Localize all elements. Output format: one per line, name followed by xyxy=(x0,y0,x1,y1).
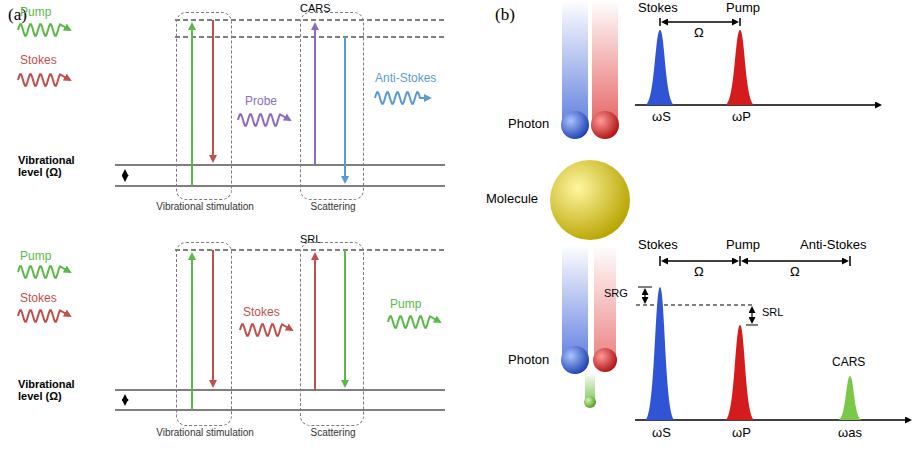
light-wave xyxy=(240,324,292,335)
dashed-process-box: Vibrational stimulation xyxy=(176,12,232,200)
peak-name: Pump xyxy=(726,1,760,15)
shift-label: Ω xyxy=(790,265,800,279)
peak-name: Pump xyxy=(726,238,760,252)
beam-name: Stokes xyxy=(20,54,57,67)
axis-label: ωS xyxy=(652,426,671,440)
beam-name: Pump xyxy=(20,6,51,19)
molecule-label: Molecule xyxy=(486,192,538,206)
photon-label: Photon xyxy=(508,353,549,367)
peak-name: Stokes xyxy=(638,1,678,15)
dashed-process-box: Scattering xyxy=(300,12,364,200)
axis-label: ωS xyxy=(652,110,671,124)
gain-label: SRG xyxy=(604,287,628,299)
loss-label: SRL xyxy=(762,306,783,318)
signal-label: CARS xyxy=(832,356,865,369)
level-name: Vibrational level (Ω) xyxy=(18,378,90,402)
peak-name: Anti-Stokes xyxy=(800,238,866,252)
shift-label: Ω xyxy=(694,26,704,40)
panel-letter: (b) xyxy=(495,6,515,25)
axis-label: ωP xyxy=(732,426,751,440)
light-wave xyxy=(388,316,440,327)
beam-name: Stokes xyxy=(243,306,280,319)
section-title: SRL xyxy=(300,233,321,245)
beam-name: Anti-Stokes xyxy=(375,72,436,85)
step-caption: Vibrational stimulation xyxy=(155,201,255,212)
light-wave xyxy=(375,92,430,103)
axis-label: ωP xyxy=(732,110,751,124)
beam-name: Pump xyxy=(20,250,51,263)
step-caption: Scattering xyxy=(279,427,387,438)
beam-name: Pump xyxy=(390,298,421,311)
peak-name: Stokes xyxy=(638,238,678,252)
axis-label: ωas xyxy=(838,426,862,440)
beam-name: Probe xyxy=(245,95,277,108)
level-name: Vibrational level (Ω) xyxy=(18,154,90,178)
dashed-process-box: Scattering xyxy=(300,242,364,426)
beam-name: Stokes xyxy=(20,292,57,305)
light-wave xyxy=(18,24,70,35)
light-wave xyxy=(18,310,70,321)
dashed-process-box: Vibrational stimulation xyxy=(176,242,232,426)
light-wave xyxy=(238,114,290,125)
step-caption: Vibrational stimulation xyxy=(155,427,255,438)
photon-label: Photon xyxy=(508,117,549,131)
step-caption: Scattering xyxy=(279,201,387,212)
light-wave xyxy=(18,74,70,85)
light-wave xyxy=(18,266,70,277)
shift-label: Ω xyxy=(694,265,704,279)
